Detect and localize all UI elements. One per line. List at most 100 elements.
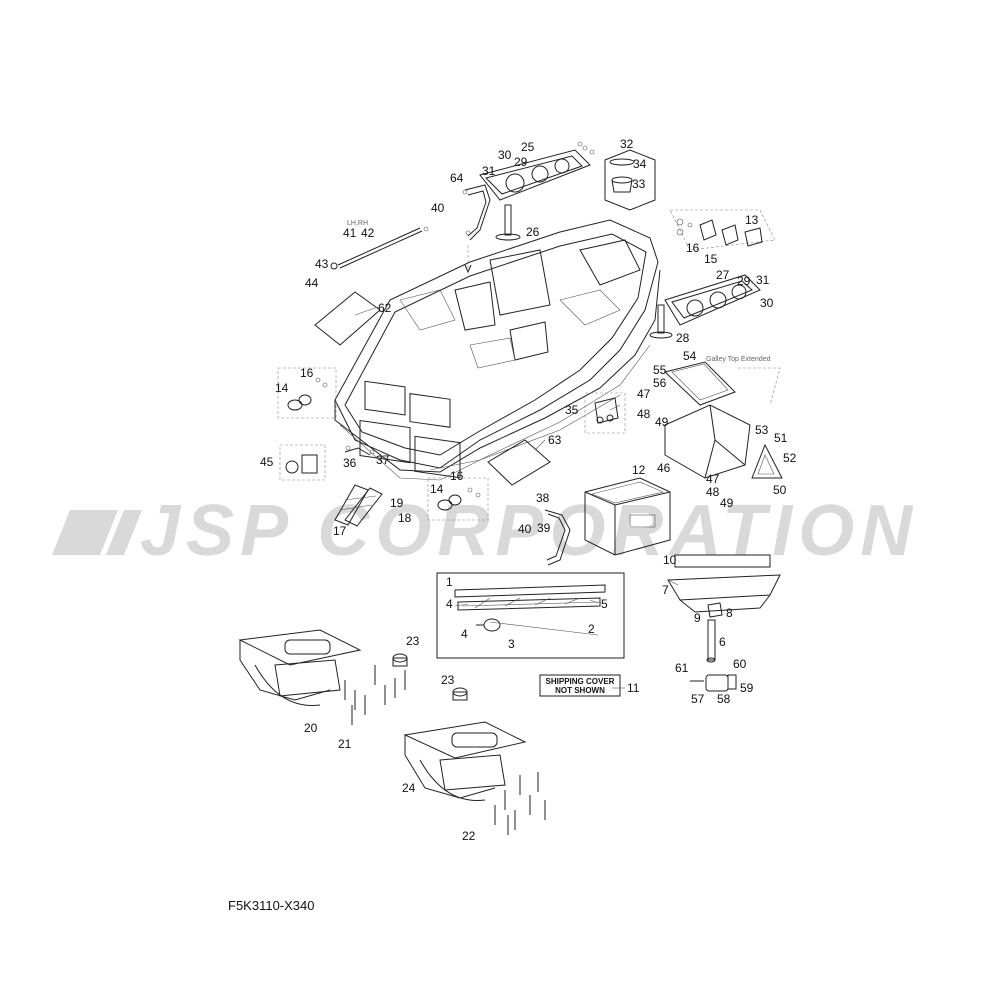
callout-18: 18 — [398, 511, 412, 525]
rod-41-42 — [330, 226, 472, 274]
fitting-14-16-upper — [277, 367, 337, 419]
callout-30a: 30 — [498, 148, 512, 162]
stanchion-28 — [649, 304, 673, 339]
bolts-22 — [494, 772, 546, 835]
callout-23a: 23 — [406, 634, 420, 648]
callout-42: 42 — [361, 226, 375, 240]
callout-43: 43 — [315, 257, 329, 271]
callout-11: 11 — [627, 681, 640, 695]
clip-36-37 — [344, 445, 375, 456]
nut-23-lower — [452, 687, 468, 701]
callout-51: 51 — [774, 431, 788, 445]
callout-23b: 23 — [441, 673, 455, 687]
callout-52: 52 — [783, 451, 797, 465]
callout-26: 26 — [526, 225, 540, 239]
lh-rh-note: LH,RH — [347, 220, 368, 227]
callout-34: 34 — [633, 157, 647, 171]
callout-49a: 49 — [655, 415, 669, 429]
callout-2: 2 — [588, 622, 595, 636]
fitting-14-16-lower — [427, 477, 489, 521]
callout-53: 53 — [755, 423, 769, 437]
callout-7: 7 — [662, 583, 669, 597]
cooler-12 — [584, 477, 671, 556]
callout-1: 1 — [446, 575, 453, 589]
callout-62: 62 — [378, 301, 392, 315]
callout-38: 38 — [536, 491, 550, 505]
callout-59: 59 — [740, 681, 754, 695]
step-7 — [667, 574, 781, 613]
shipping-cover-note: SHIPPING COVER NOT SHOWN — [539, 674, 621, 697]
callout-24: 24 — [402, 781, 416, 795]
callout-36: 36 — [343, 456, 357, 470]
callout-31b: 31 — [756, 273, 770, 287]
callout-35: 35 — [565, 403, 579, 417]
callout-16b: 16 — [450, 469, 464, 483]
callout-15: 15 — [704, 252, 718, 266]
boat-hull — [334, 219, 661, 481]
callout-5: 5 — [601, 597, 608, 611]
galley-top-line — [738, 367, 781, 406]
callout-55: 55 — [653, 363, 667, 377]
callout-27: 27 — [716, 268, 730, 282]
swim-platform-10 — [674, 554, 771, 568]
shipping-cover-line2: NOT SHOWN — [555, 686, 605, 695]
cupholder-tray-25 — [479, 141, 595, 201]
hinge-set-13 — [669, 209, 776, 251]
cupholder-tray-27 — [664, 274, 761, 326]
callout-30b: 30 — [760, 296, 774, 310]
trim-tab-24 — [403, 721, 527, 801]
callout-8: 8 — [726, 606, 733, 620]
callout-57: 57 — [691, 692, 705, 706]
mat-63 — [487, 439, 551, 486]
callout-40a: 40 — [431, 201, 445, 215]
stanchion-26 — [495, 204, 521, 241]
callout-3: 3 — [508, 637, 515, 651]
callout-29a: 29 — [514, 155, 528, 169]
callout-16c: 16 — [686, 241, 700, 255]
leader-lines — [354, 306, 679, 689]
callout-58: 58 — [717, 692, 731, 706]
callout-44: 44 — [305, 276, 319, 290]
callout-labels: 1 2 3 4 4 5 6 7 8 9 10 11 12 13 14 14 15… — [260, 137, 797, 843]
callout-16a: 16 — [300, 366, 314, 380]
callout-63: 63 — [548, 433, 562, 447]
callout-45: 45 — [260, 455, 274, 469]
callout-47b: 47 — [706, 472, 720, 486]
nut-23-upper — [392, 653, 408, 667]
fitting-45 — [279, 444, 326, 481]
watermark: JSP CORPORATION — [52, 491, 912, 571]
callout-32: 32 — [620, 137, 634, 151]
cup-parts-32-34 — [604, 149, 656, 211]
grab-handle-64 — [462, 184, 491, 241]
callout-31a: 31 — [482, 164, 496, 178]
callout-40b: 40 — [518, 522, 532, 536]
galley-box-46 — [664, 404, 751, 479]
rub-rail-box — [436, 572, 625, 659]
bolts-21 — [344, 665, 406, 725]
watermark-logo-icon — [52, 510, 142, 555]
callout-54: 54 — [683, 349, 697, 363]
callout-14b: 14 — [430, 482, 444, 496]
galley-lid-54 — [663, 361, 736, 406]
ladder-17 — [334, 484, 383, 527]
tube-6 — [706, 619, 716, 663]
callout-64: 64 — [450, 171, 464, 185]
bracket-8-9 — [707, 602, 723, 618]
callout-29b: 29 — [737, 274, 751, 288]
callout-20: 20 — [304, 721, 318, 735]
bracket-50 — [751, 443, 783, 479]
callout-56: 56 — [653, 376, 667, 390]
callout-13: 13 — [745, 213, 759, 227]
callout-17: 17 — [333, 524, 347, 538]
callout-47a: 47 — [637, 387, 651, 401]
latch-57-60 — [690, 674, 737, 692]
callout-21: 21 — [338, 737, 352, 751]
callout-22: 22 — [462, 829, 476, 843]
trim-tab-20 — [238, 629, 362, 706]
callout-50: 50 — [773, 483, 787, 497]
callout-46: 46 — [657, 461, 671, 475]
callout-41: 41 — [343, 226, 357, 240]
callout-61: 61 — [675, 661, 689, 675]
shipping-cover-line1: SHIPPING COVER — [546, 677, 615, 686]
